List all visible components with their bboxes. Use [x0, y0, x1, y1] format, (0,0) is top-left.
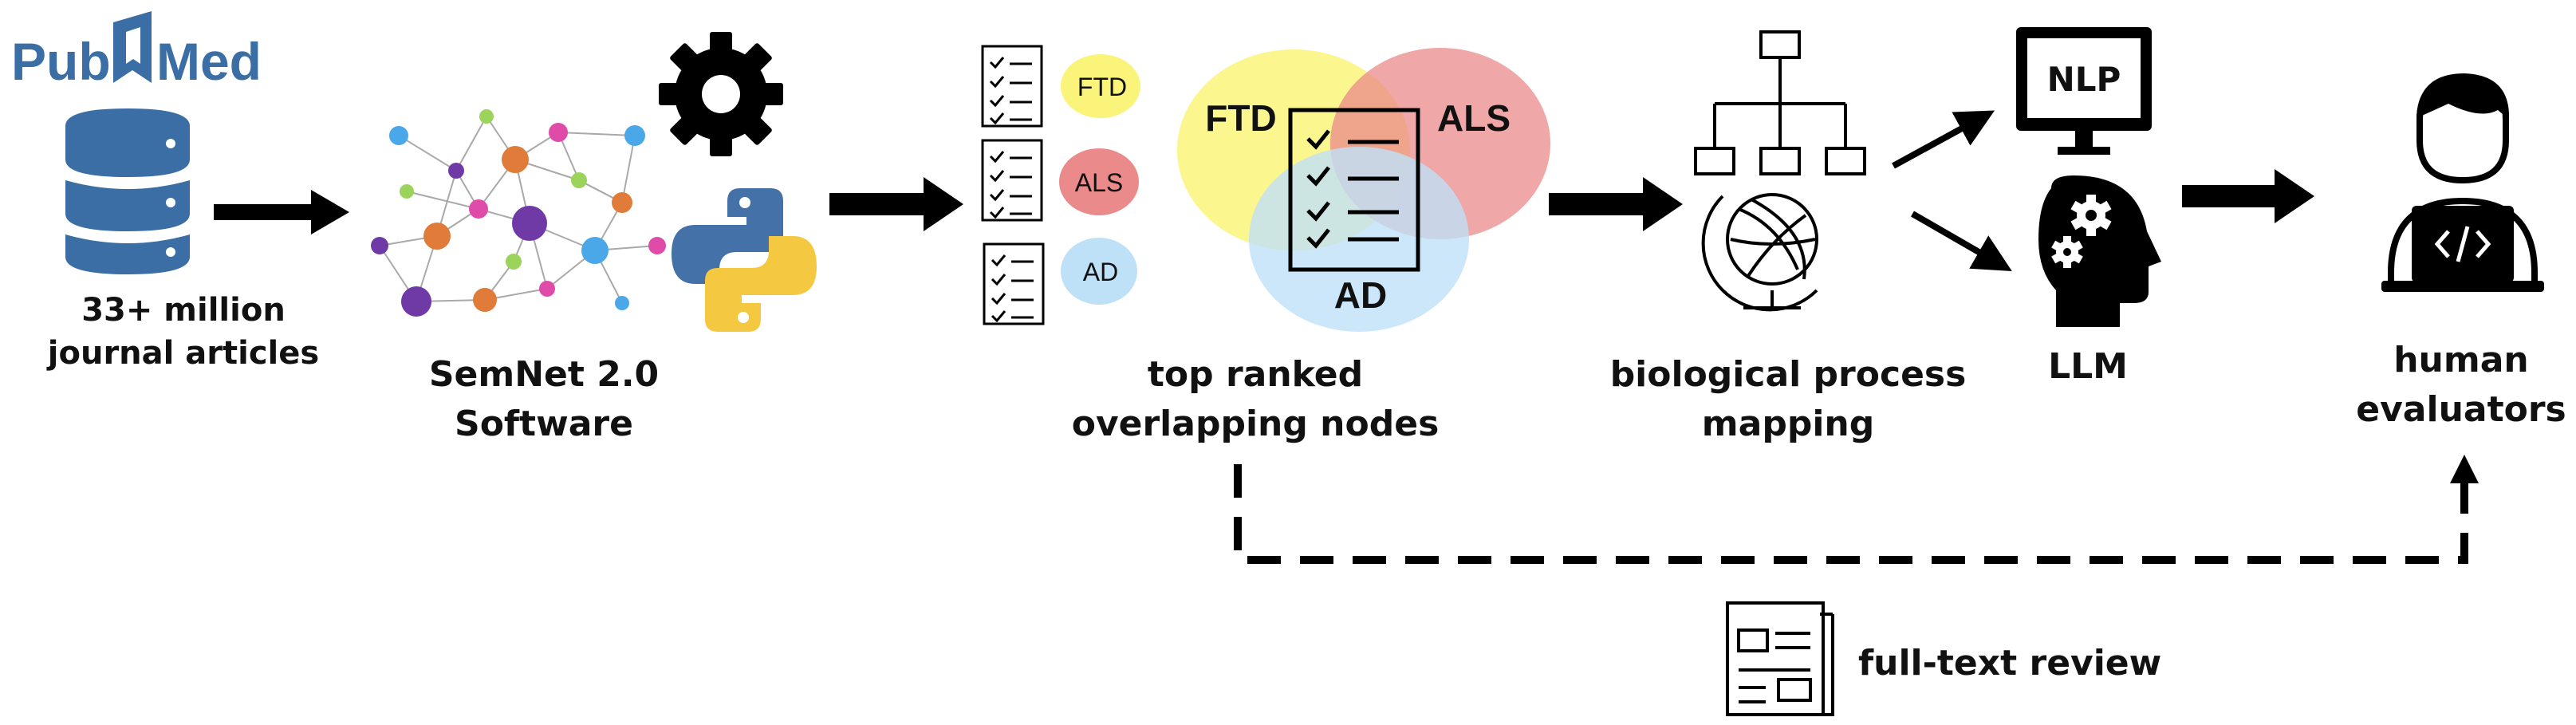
arrow-articles-to-software: [214, 190, 349, 234]
dashed-loop-arrowhead: [2450, 455, 2479, 483]
ranked-label-line2: overlapping nodes: [1072, 404, 1440, 444]
articles-label-line1: 33+ million: [81, 292, 286, 329]
python-icon: [672, 188, 817, 332]
venn-ftd-label: FTD: [1205, 97, 1276, 139]
mapping-label-line2: mapping: [1702, 404, 1874, 444]
software-label-line2: Software: [455, 404, 633, 444]
mapping-label-line1: biological process: [1610, 354, 1967, 395]
arrow-llm-to-evaluators: [2182, 169, 2314, 223]
venn-icon: FTD ALS AD: [1177, 48, 1550, 332]
head-gears-icon: [2038, 175, 2161, 327]
monitor-label: NLP: [2047, 60, 2121, 99]
llm-label: LLM: [2048, 346, 2128, 387]
arrow-software-to-ranked: [829, 177, 963, 231]
hierarchy-icon: [1694, 30, 1866, 175]
pill-ftd: [1061, 54, 1140, 118]
newspaper-icon: [1726, 601, 1834, 716]
pill-ad: [1061, 238, 1137, 305]
arrow-mapping-to-nlp: [1892, 110, 1995, 169]
review-label: full-text review: [1858, 643, 2161, 684]
coder-icon: [2381, 73, 2544, 292]
dashed-feedback-loop: [1234, 464, 2468, 564]
pill-als: [1059, 148, 1139, 215]
gear-icon: [659, 32, 783, 156]
database-icon: [65, 108, 190, 274]
evaluators-label-line2: evaluators: [2356, 389, 2566, 430]
ranked-label-line1: top ranked: [1148, 354, 1363, 395]
pills: FTD ALS AD: [1059, 54, 1140, 305]
evaluators-label-line1: human: [2393, 340, 2529, 380]
pill-ad-label: AD: [1083, 258, 1118, 286]
pubmed-logo-right: Med: [156, 32, 262, 91]
arrow-mapping-to-llm: [1911, 211, 2012, 271]
pubmed-logo-left: Pub: [11, 32, 111, 91]
articles-label-line2: journal articles: [46, 335, 319, 372]
venn-ad-label: AD: [1334, 274, 1387, 316]
network-icon: [371, 109, 666, 317]
venn-als-label: ALS: [1437, 97, 1511, 139]
pubmed-logo: Pub Med: [11, 11, 262, 91]
arrow-ranked-to-mapping: [1549, 177, 1683, 231]
pill-ftd-label: FTD: [1077, 73, 1127, 101]
pill-als-label: ALS: [1075, 168, 1123, 197]
globe-icon: [1701, 193, 1818, 312]
checklist-icon: [981, 45, 1045, 325]
software-label-line1: SemNet 2.0: [429, 354, 659, 395]
monitor-icon: [2016, 27, 2152, 155]
